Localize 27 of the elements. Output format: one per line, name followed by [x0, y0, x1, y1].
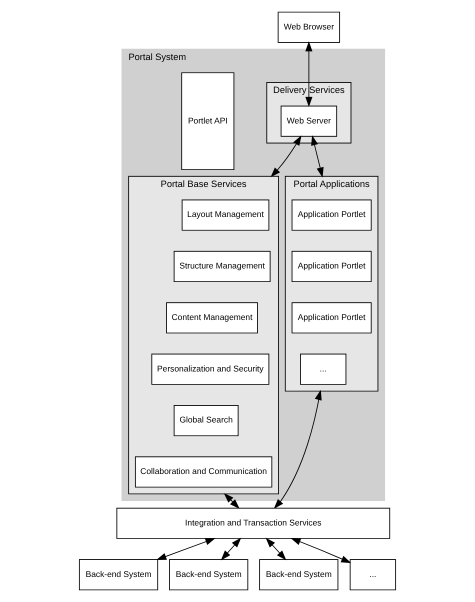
node-box: Application Portlet [292, 250, 372, 282]
node-box: ... [350, 559, 396, 590]
node-box: Web Server [280, 106, 338, 137]
node-box: ... [300, 354, 346, 385]
arrow [311, 135, 324, 178]
arrow [290, 538, 352, 564]
arrow [156, 538, 216, 560]
arrow [220, 538, 242, 560]
node-box: Back-end System [169, 559, 248, 590]
node-box: Global Search [174, 405, 239, 436]
arrow [270, 135, 302, 178]
node-box: Layout Management [182, 200, 270, 231]
node-box: Structure Management [174, 250, 271, 282]
node-box: Application Portlet [292, 302, 372, 334]
node-box: Web Browser [278, 12, 340, 43]
node-box: Back-end System [259, 559, 338, 590]
node-box: Portlet API [181, 72, 234, 170]
node-box: Application Portlet [292, 200, 372, 231]
arrow [274, 390, 322, 509]
arrow [224, 492, 240, 509]
node-box: Back-end System [78, 559, 158, 590]
arrow [305, 41, 312, 107]
node-box: Integration and Transaction Services [116, 508, 390, 539]
node-box: Collaboration and Communication [134, 456, 272, 488]
node-box: Personalization and Security [151, 354, 270, 385]
node-box: Content Management [166, 302, 258, 334]
arrow [266, 538, 286, 560]
